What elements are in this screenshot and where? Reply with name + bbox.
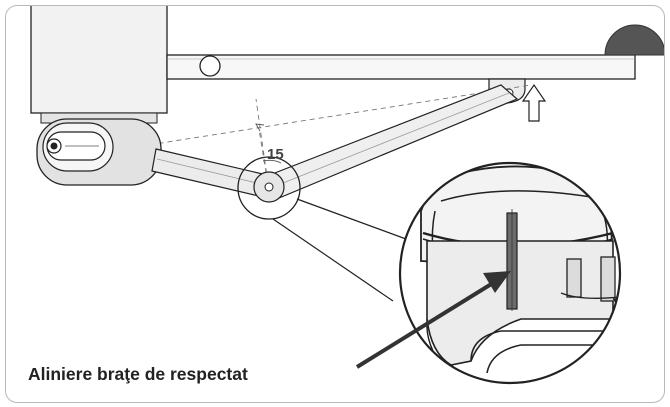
gate-opener-drawing	[30, 6, 664, 385]
elbow-joint	[253, 171, 285, 203]
gate-stop	[604, 24, 664, 56]
focus-circle	[237, 156, 301, 220]
first-arm	[151, 148, 268, 198]
figure-frame	[5, 5, 665, 403]
zoom-connector	[272, 198, 407, 302]
caption: Aliniere braţe de respectat	[28, 364, 248, 384]
angle-label: 15	[267, 146, 284, 163]
motor-bracket	[36, 118, 162, 186]
zoom-circle	[398, 161, 622, 385]
hinge-pin-icon	[199, 55, 221, 77]
diagonal-arrow-icon	[355, 271, 511, 369]
up-arrow-icon	[521, 83, 547, 122]
magnified-joint-detail	[400, 163, 620, 383]
operator-housing	[30, 6, 168, 124]
gate-leaf	[166, 54, 636, 80]
